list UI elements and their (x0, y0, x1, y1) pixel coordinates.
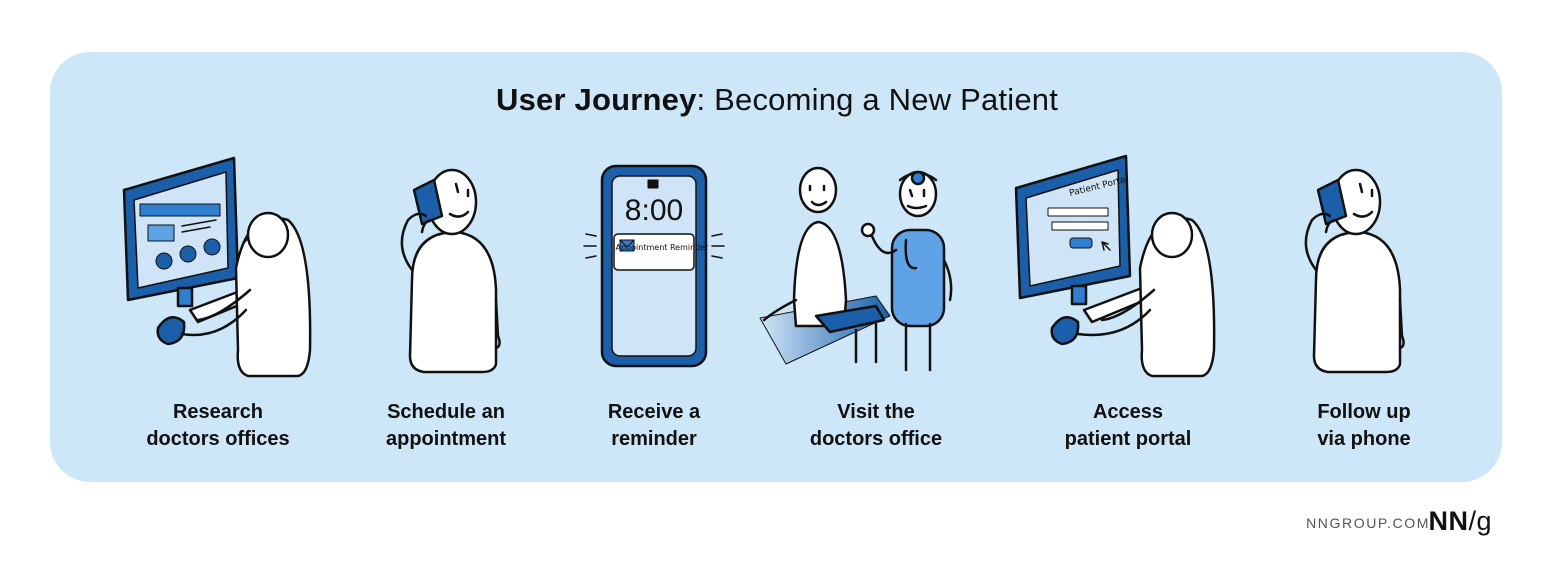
journey-step-reminder: 8:00 Appointment Reminder Receive a remi… (534, 150, 774, 460)
step-label-line1: Receive a (607, 401, 701, 423)
patient-portal-icon: Patient Portal (1014, 154, 1216, 378)
step-label: Follow up via phone (1244, 399, 1484, 453)
step-label-line2: doctors office (809, 428, 943, 450)
journey-step-research: Research doctors offices (98, 150, 338, 460)
step-label: Research doctors offices (98, 399, 338, 453)
step-label-line2: reminder (611, 428, 697, 450)
logo-g: g (1476, 506, 1492, 536)
notification-text: Appointment Reminder (616, 243, 710, 252)
computer-research-icon (122, 156, 312, 378)
step-label: Schedule an appointment (326, 399, 566, 453)
logo-nn: NN (1428, 506, 1469, 536)
step-label-line1: Visit the (837, 401, 915, 423)
footer-site: NNGROUP.COM (1306, 515, 1430, 531)
logo-slash: / (1468, 506, 1477, 536)
step-label-line1: Follow up (1317, 401, 1411, 423)
page-title: User Journey: Becoming a New Patient (0, 82, 1554, 118)
step-label-line1: Research (172, 401, 264, 423)
step-label: Receive a reminder (534, 399, 774, 453)
title-rest: : Becoming a New Patient (696, 82, 1059, 117)
step-label: Visit the doctors office (756, 399, 996, 453)
step-label-line2: appointment (386, 428, 506, 450)
step-label-line2: doctors offices (146, 428, 290, 450)
title-bold: User Journey (495, 82, 697, 117)
step-label-line2: via phone (1317, 428, 1411, 450)
step-label: Access patient portal (1008, 399, 1248, 453)
journey-step-followup: Follow up via phone (1244, 150, 1484, 460)
phone-time: 8:00 (625, 194, 683, 227)
phone-reminder-icon: 8:00 Appointment Reminder (583, 164, 725, 368)
doctor-visit-icon (759, 166, 953, 372)
step-label-line1: Schedule an (387, 401, 505, 423)
journey-step-portal: Patient Portal Access patient portal (1008, 150, 1248, 460)
phone-call-icon (400, 168, 501, 374)
journey-step-visit: Visit the doctors office (756, 150, 996, 460)
phone-followup-icon (1304, 168, 1405, 374)
journey-step-schedule: Schedule an appointment (326, 150, 566, 460)
step-label-line2: patient portal (1064, 428, 1192, 450)
nng-logo: NN/g (1428, 506, 1492, 537)
step-label-line1: Access (1092, 401, 1164, 423)
